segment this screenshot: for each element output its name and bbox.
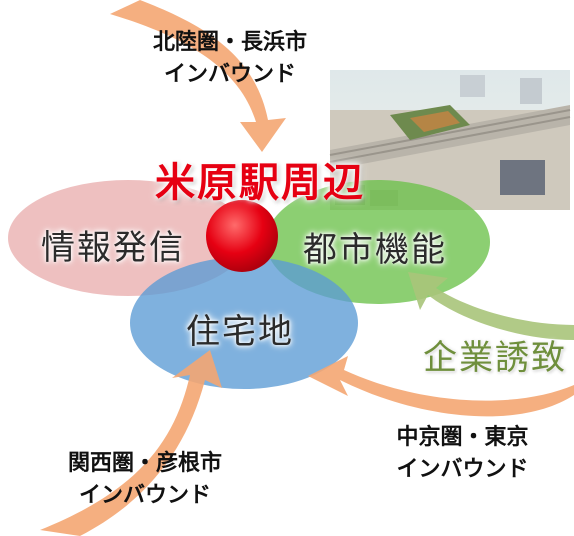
north-flow-line2: インバウンド xyxy=(163,62,296,87)
urban-ellipse xyxy=(266,180,490,304)
southwest-inbound-arrow xyxy=(40,350,222,536)
southwest-flow-label: 関西圏・彦根市 インバウンド xyxy=(30,448,260,512)
north-flow-label: 北陸圏・長浜市 インバウンド xyxy=(110,27,350,91)
southeast-inbound-arrow xyxy=(308,356,574,417)
southwest-flow-line1: 関西圏・彦根市 xyxy=(67,451,222,476)
invite-label: 企業誘致 xyxy=(423,338,567,378)
urban-label: 都市機能 xyxy=(303,230,447,270)
north-inbound-arrow xyxy=(110,0,286,152)
southeast-flow-line2: インバウンド xyxy=(396,457,529,482)
southeast-flow-label: 中京圏・東京 インバウンド xyxy=(355,422,570,486)
center-dot xyxy=(206,200,278,272)
north-flow-line1: 北陸圏・長浜市 xyxy=(152,30,307,55)
station-aerial-image xyxy=(329,70,571,210)
southwest-flow-line2: インバウンド xyxy=(78,483,211,508)
residential-ellipse xyxy=(130,257,358,389)
residential-label: 住宅地 xyxy=(186,312,294,352)
southeast-flow-line1: 中京圏・東京 xyxy=(396,425,529,450)
invite-arrow xyxy=(408,272,574,340)
info-label: 情報発信 xyxy=(41,228,185,268)
center-title: 米原駅周辺 xyxy=(155,160,365,206)
